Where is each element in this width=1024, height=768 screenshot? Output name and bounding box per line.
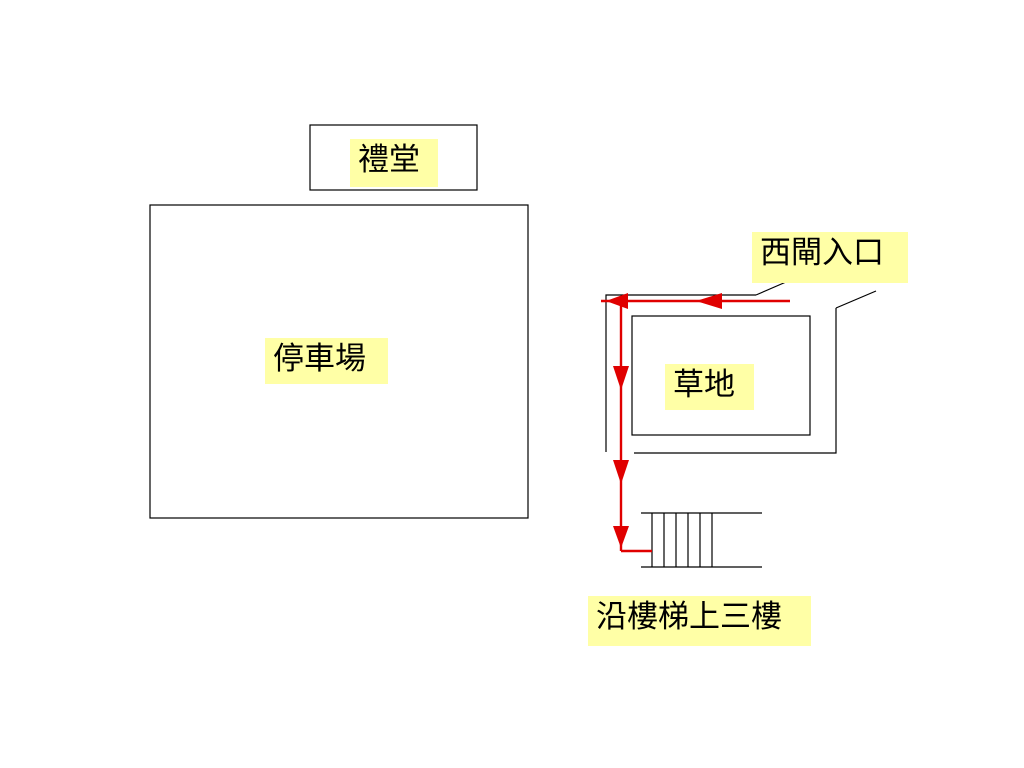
chapel-label: 禮堂 bbox=[350, 139, 438, 187]
lawn-area bbox=[631, 315, 811, 436]
gate-left-post bbox=[755, 281, 787, 296]
walkway-outline bbox=[605, 281, 877, 454]
staircase bbox=[641, 512, 762, 568]
west-gate-entrance-label: 西閘入口 bbox=[752, 232, 908, 283]
stairs-instruction-label: 沿樓梯上三樓 bbox=[588, 596, 811, 646]
parking-lot-label: 停車場 bbox=[265, 338, 388, 384]
route-path bbox=[601, 299, 790, 553]
route-arrow-down-icon bbox=[613, 366, 629, 390]
route-arrow-left-icon bbox=[606, 293, 628, 309]
route-arrow-down-icon bbox=[613, 526, 629, 548]
route-arrow-left-icon bbox=[696, 293, 722, 309]
route-arrowheads bbox=[606, 293, 722, 548]
route-arrow-down-icon bbox=[613, 460, 629, 484]
walkway-inner-edge bbox=[634, 308, 837, 454]
chapel-building bbox=[309, 124, 478, 191]
lawn-label: 草地 bbox=[665, 364, 754, 410]
parking-lot-area bbox=[149, 204, 529, 519]
walkway-outer-edge bbox=[605, 294, 756, 452]
gate-right-post bbox=[835, 290, 877, 309]
